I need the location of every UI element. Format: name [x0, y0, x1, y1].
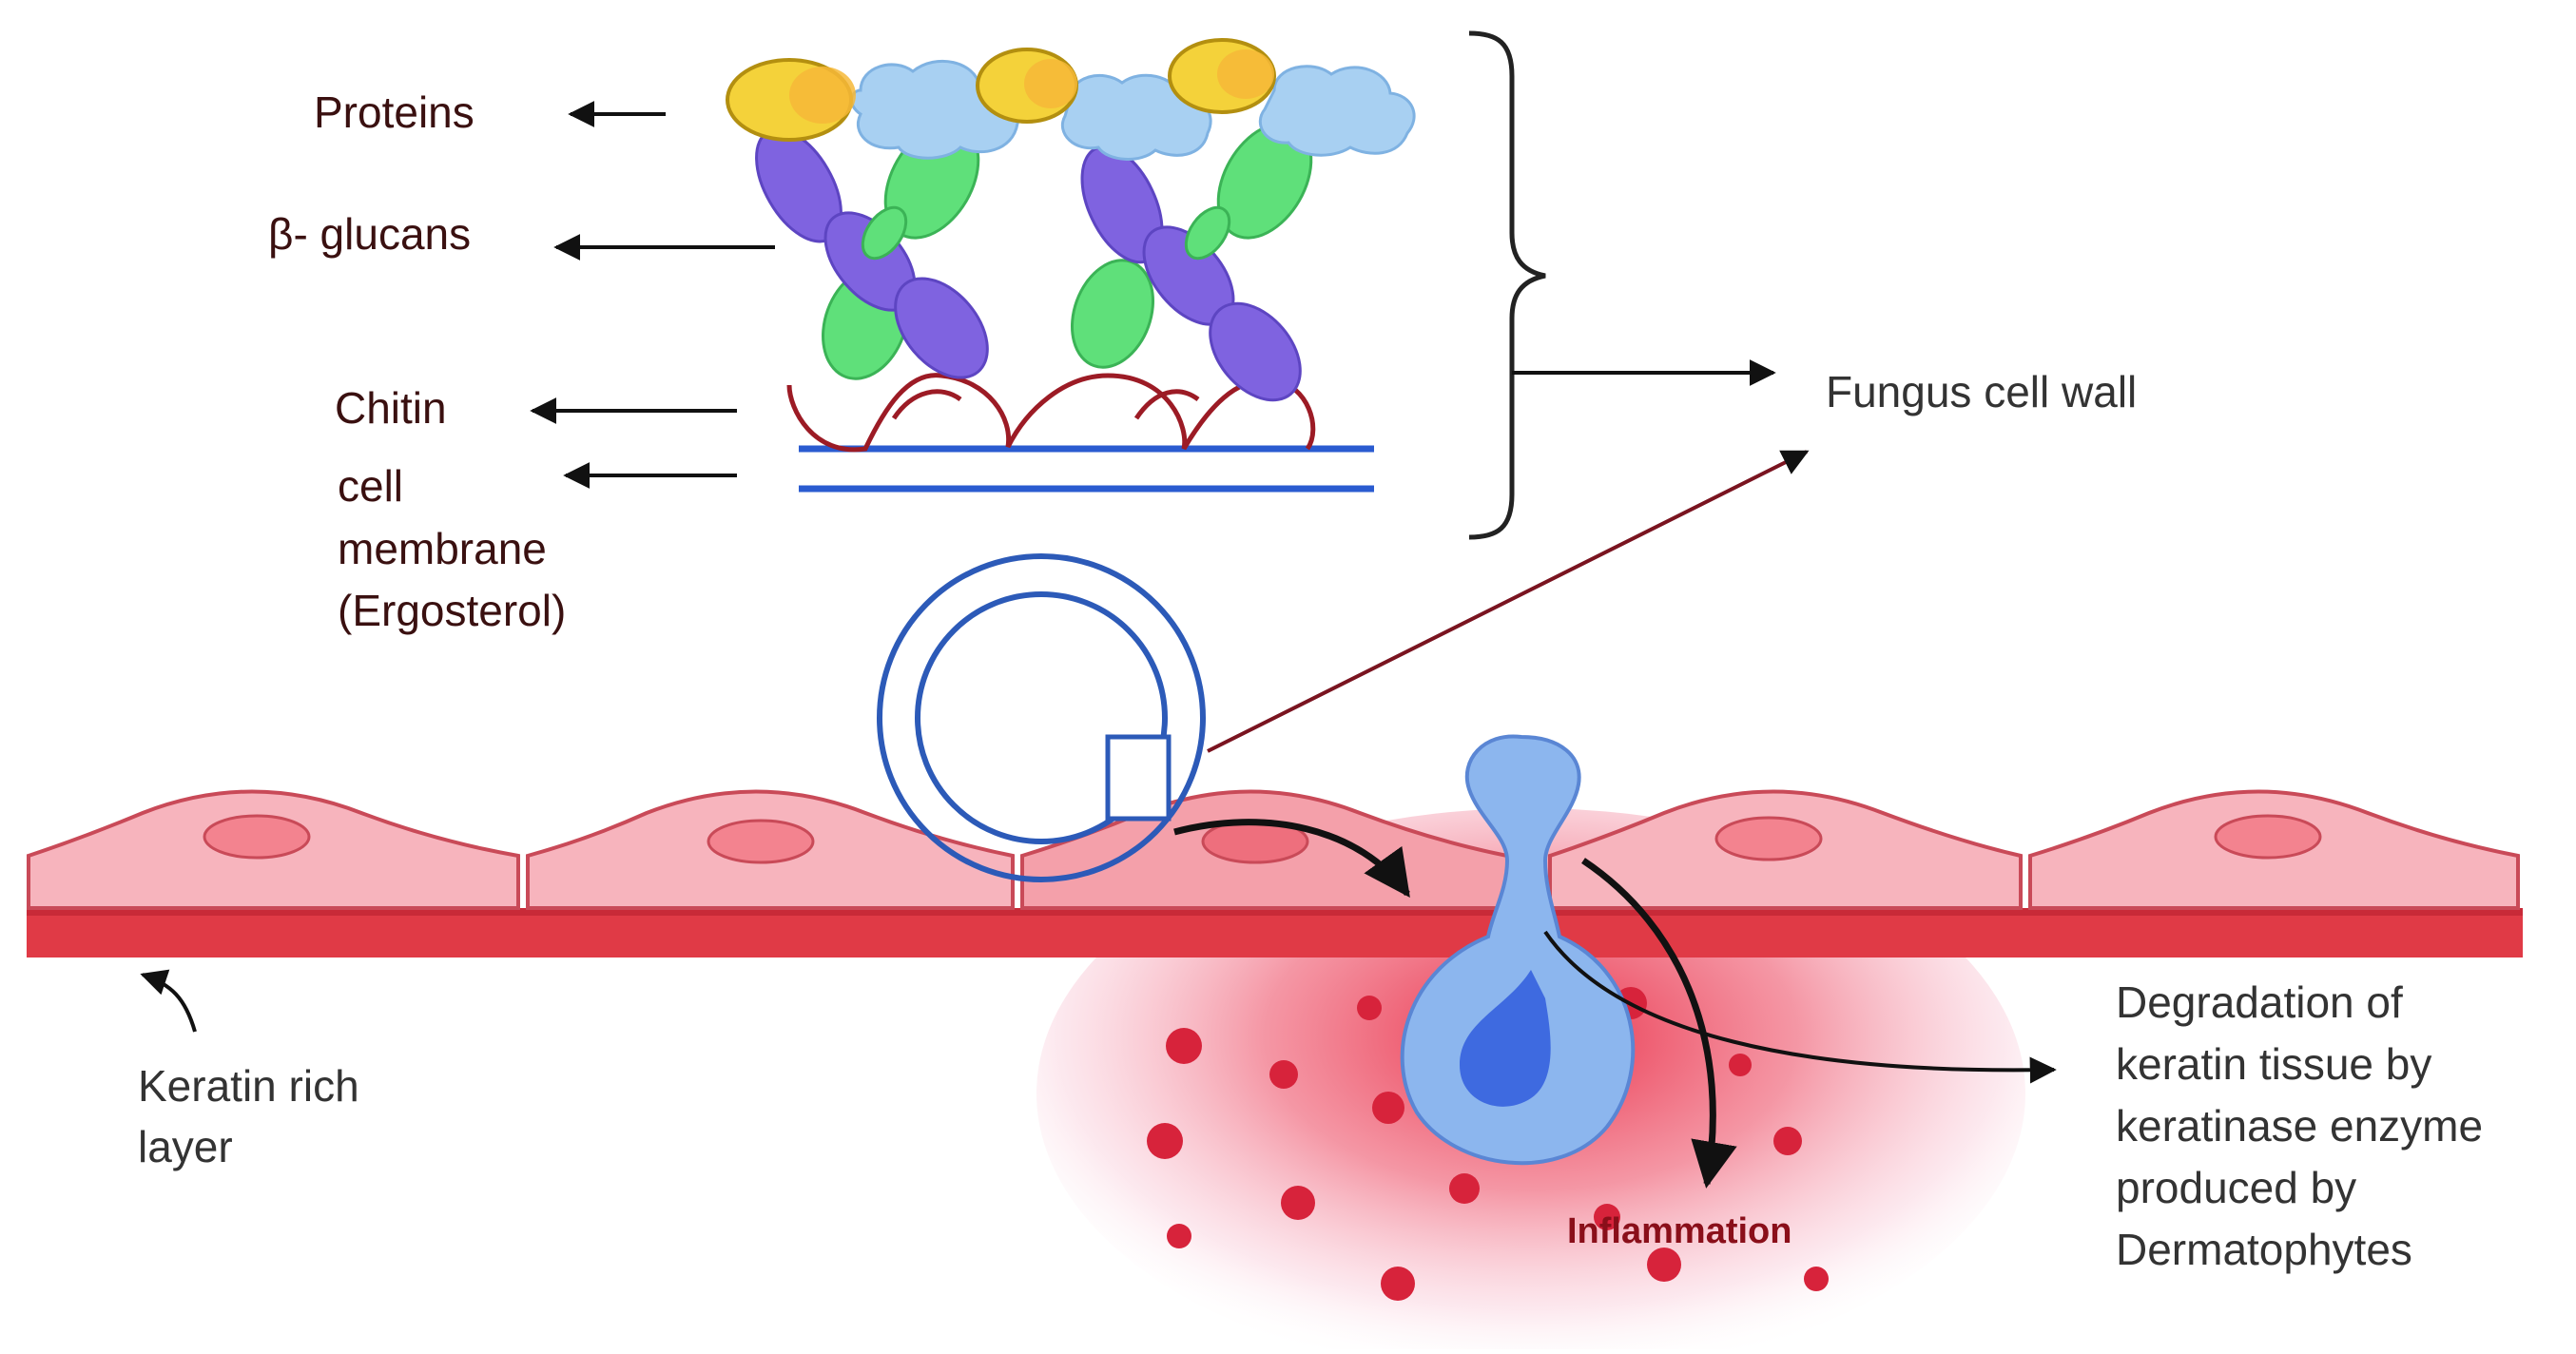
- protein-yellow: [726, 58, 856, 142]
- cell-wall-structure: [726, 38, 1416, 493]
- protein-layer: [726, 38, 1416, 161]
- zoom-region-box: [1105, 734, 1172, 822]
- label-arrows: [140, 101, 2057, 1189]
- svg-text:cell: cell: [338, 461, 403, 511]
- fungus-cell-wall-label: Fungus cell wall: [1826, 367, 2137, 416]
- svg-text:Degradation of: Degradation of: [2116, 977, 2403, 1027]
- chitin-label: Chitin: [335, 383, 447, 433]
- fungal-spore: [877, 553, 1206, 882]
- svg-text:keratin tissue by: keratin tissue by: [2116, 1039, 2431, 1089]
- keratin-arrow: [140, 969, 197, 1033]
- inflammation-cells: [1147, 987, 1829, 1301]
- svg-text:Keratin rich: Keratin rich: [138, 1061, 359, 1111]
- beta-glucans-label: β- glucans: [268, 209, 471, 259]
- chitin-chain: [786, 373, 1316, 453]
- degradation-arrow: [1543, 930, 2057, 1084]
- svg-text:keratinase enzyme: keratinase enzyme: [2116, 1101, 2483, 1151]
- epidermal-cell: [1020, 789, 1509, 910]
- epidermal-cell: [526, 789, 1015, 910]
- svg-text:produced by: produced by: [2116, 1163, 2356, 1212]
- penetration-arrow: [1173, 819, 1410, 898]
- svg-text:Dermatophytes: Dermatophytes: [2116, 1225, 2412, 1274]
- protein-yellow: [1168, 38, 1276, 114]
- zoom-arrow: [1207, 450, 1810, 753]
- keratin-layer: [27, 908, 2523, 957]
- proteins-label: Proteins: [314, 87, 475, 137]
- keratin-layer-label: Keratin rich layer: [138, 1061, 359, 1171]
- epidermal-cell: [27, 789, 520, 910]
- cell-membrane-label: cell membrane (Ergosterol): [338, 461, 566, 635]
- epidermal-cell: [1548, 789, 2023, 910]
- epidermal-cells: [27, 789, 2520, 910]
- svg-text:(Ergosterol): (Ergosterol): [338, 586, 566, 635]
- epidermal-cell: [2028, 789, 2520, 910]
- degradation-label: Degradation of keratin tissue by keratin…: [2116, 977, 2483, 1274]
- inflammation-label: Inflammation: [1567, 1211, 1792, 1251]
- protein-yellow: [976, 48, 1078, 124]
- inflammation-arrow: [1581, 858, 1737, 1189]
- beta-glucan-cluster: [1070, 122, 1313, 402]
- svg-text:membrane: membrane: [338, 524, 547, 573]
- penetrating-hypha: [1400, 734, 1636, 1166]
- svg-text:layer: layer: [138, 1122, 233, 1171]
- cell-wall-brace: [1468, 30, 1546, 540]
